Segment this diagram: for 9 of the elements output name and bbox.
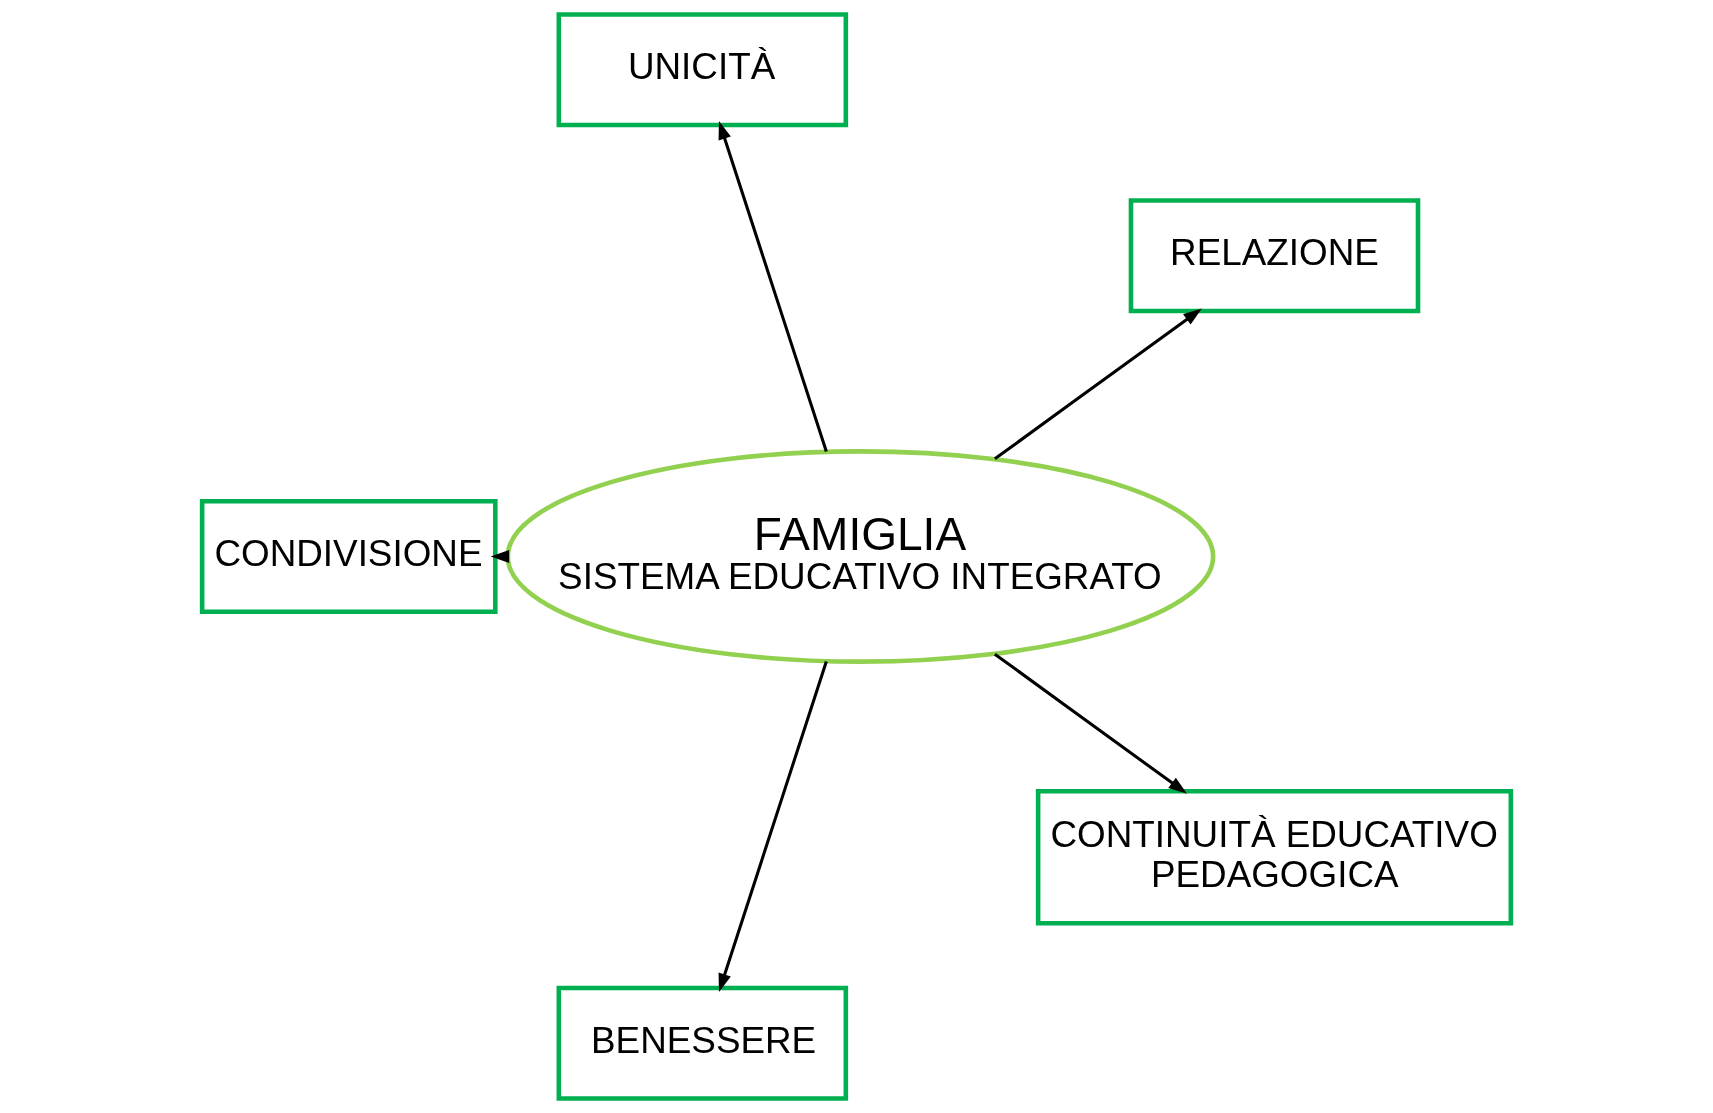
arrow xyxy=(718,121,828,452)
node-box: UNICITÀ xyxy=(556,12,849,128)
node-box: BENESSERE xyxy=(556,985,849,1101)
node-box: RELAZIONE xyxy=(1128,198,1421,314)
arrow xyxy=(994,308,1202,461)
arrow xyxy=(994,652,1187,794)
node-box: CONDIVISIONE xyxy=(199,498,498,615)
arrow xyxy=(718,661,828,992)
node-box: CONTINUITÀ EDUCATIVO PEDAGOGICA xyxy=(1035,789,1514,926)
